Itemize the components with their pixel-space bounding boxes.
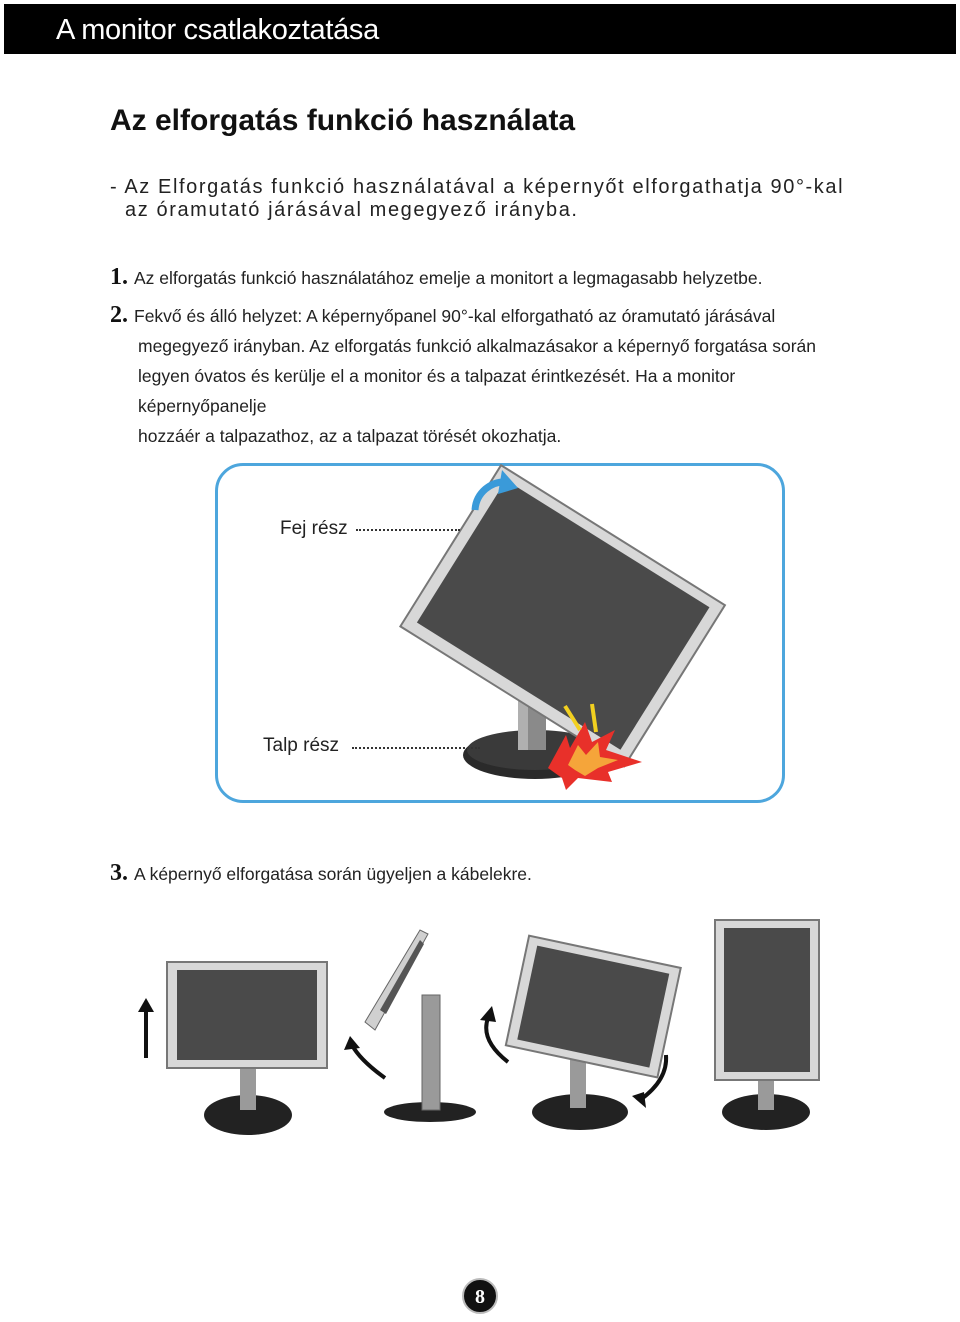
step-text-line-3: legyen óvatos és kerülje el a monitor és… bbox=[138, 366, 736, 416]
step-number: 3. bbox=[110, 860, 128, 886]
step-number: 1. bbox=[110, 264, 128, 290]
section-title: Az elforgatás funkció használata bbox=[110, 104, 576, 137]
callout-base: Talp rész bbox=[263, 735, 340, 756]
page-number-badge: 8 bbox=[462, 1278, 498, 1314]
callout-head-leader bbox=[356, 529, 460, 531]
monitor-step-portrait bbox=[714, 919, 820, 1130]
step-text-line-2: megegyező irányban. Az elforgatás funkci… bbox=[138, 336, 817, 356]
intro-line-2: az óramutató járásával megegyező irányba… bbox=[125, 199, 579, 221]
step-text: A képernyő elforgatása során ügyeljen a … bbox=[134, 864, 532, 884]
step-text-line-1: Fekvő és álló helyzet: A képernyőpanel 9… bbox=[134, 306, 776, 326]
step-text: Az elforgatás funkció használatához emel… bbox=[134, 268, 763, 288]
step-1: 1. Az elforgatás funkció használatához em… bbox=[110, 262, 762, 293]
step-text-line-4: hozzáér a talpazathoz, az a talpazat tör… bbox=[138, 426, 562, 446]
header-title: A monitor csatlakoztatása bbox=[56, 14, 379, 46]
page-number: 8 bbox=[475, 1286, 485, 1308]
step-number: 2. bbox=[110, 302, 128, 328]
callout-head: Fej rész bbox=[280, 518, 348, 539]
monitor-step-rotate bbox=[480, 934, 682, 1130]
intro-paragraph: - Az Elforgatás funkció használatával a … bbox=[110, 176, 890, 222]
monitor-step-raise bbox=[138, 961, 328, 1135]
header-bar: A monitor csatlakoztatása bbox=[4, 4, 956, 54]
callout-base-leader bbox=[352, 747, 480, 749]
illustration-frame bbox=[215, 463, 785, 803]
intro-line-1: - Az Elforgatás funkció használatával a … bbox=[110, 176, 845, 198]
step-2: 2. Fekvő és álló helyzet: A képernyőpanel… bbox=[110, 300, 850, 451]
step-3: 3. A képernyő elforgatása során ügyeljen … bbox=[110, 858, 532, 889]
monitor-step-tilt bbox=[344, 929, 476, 1122]
